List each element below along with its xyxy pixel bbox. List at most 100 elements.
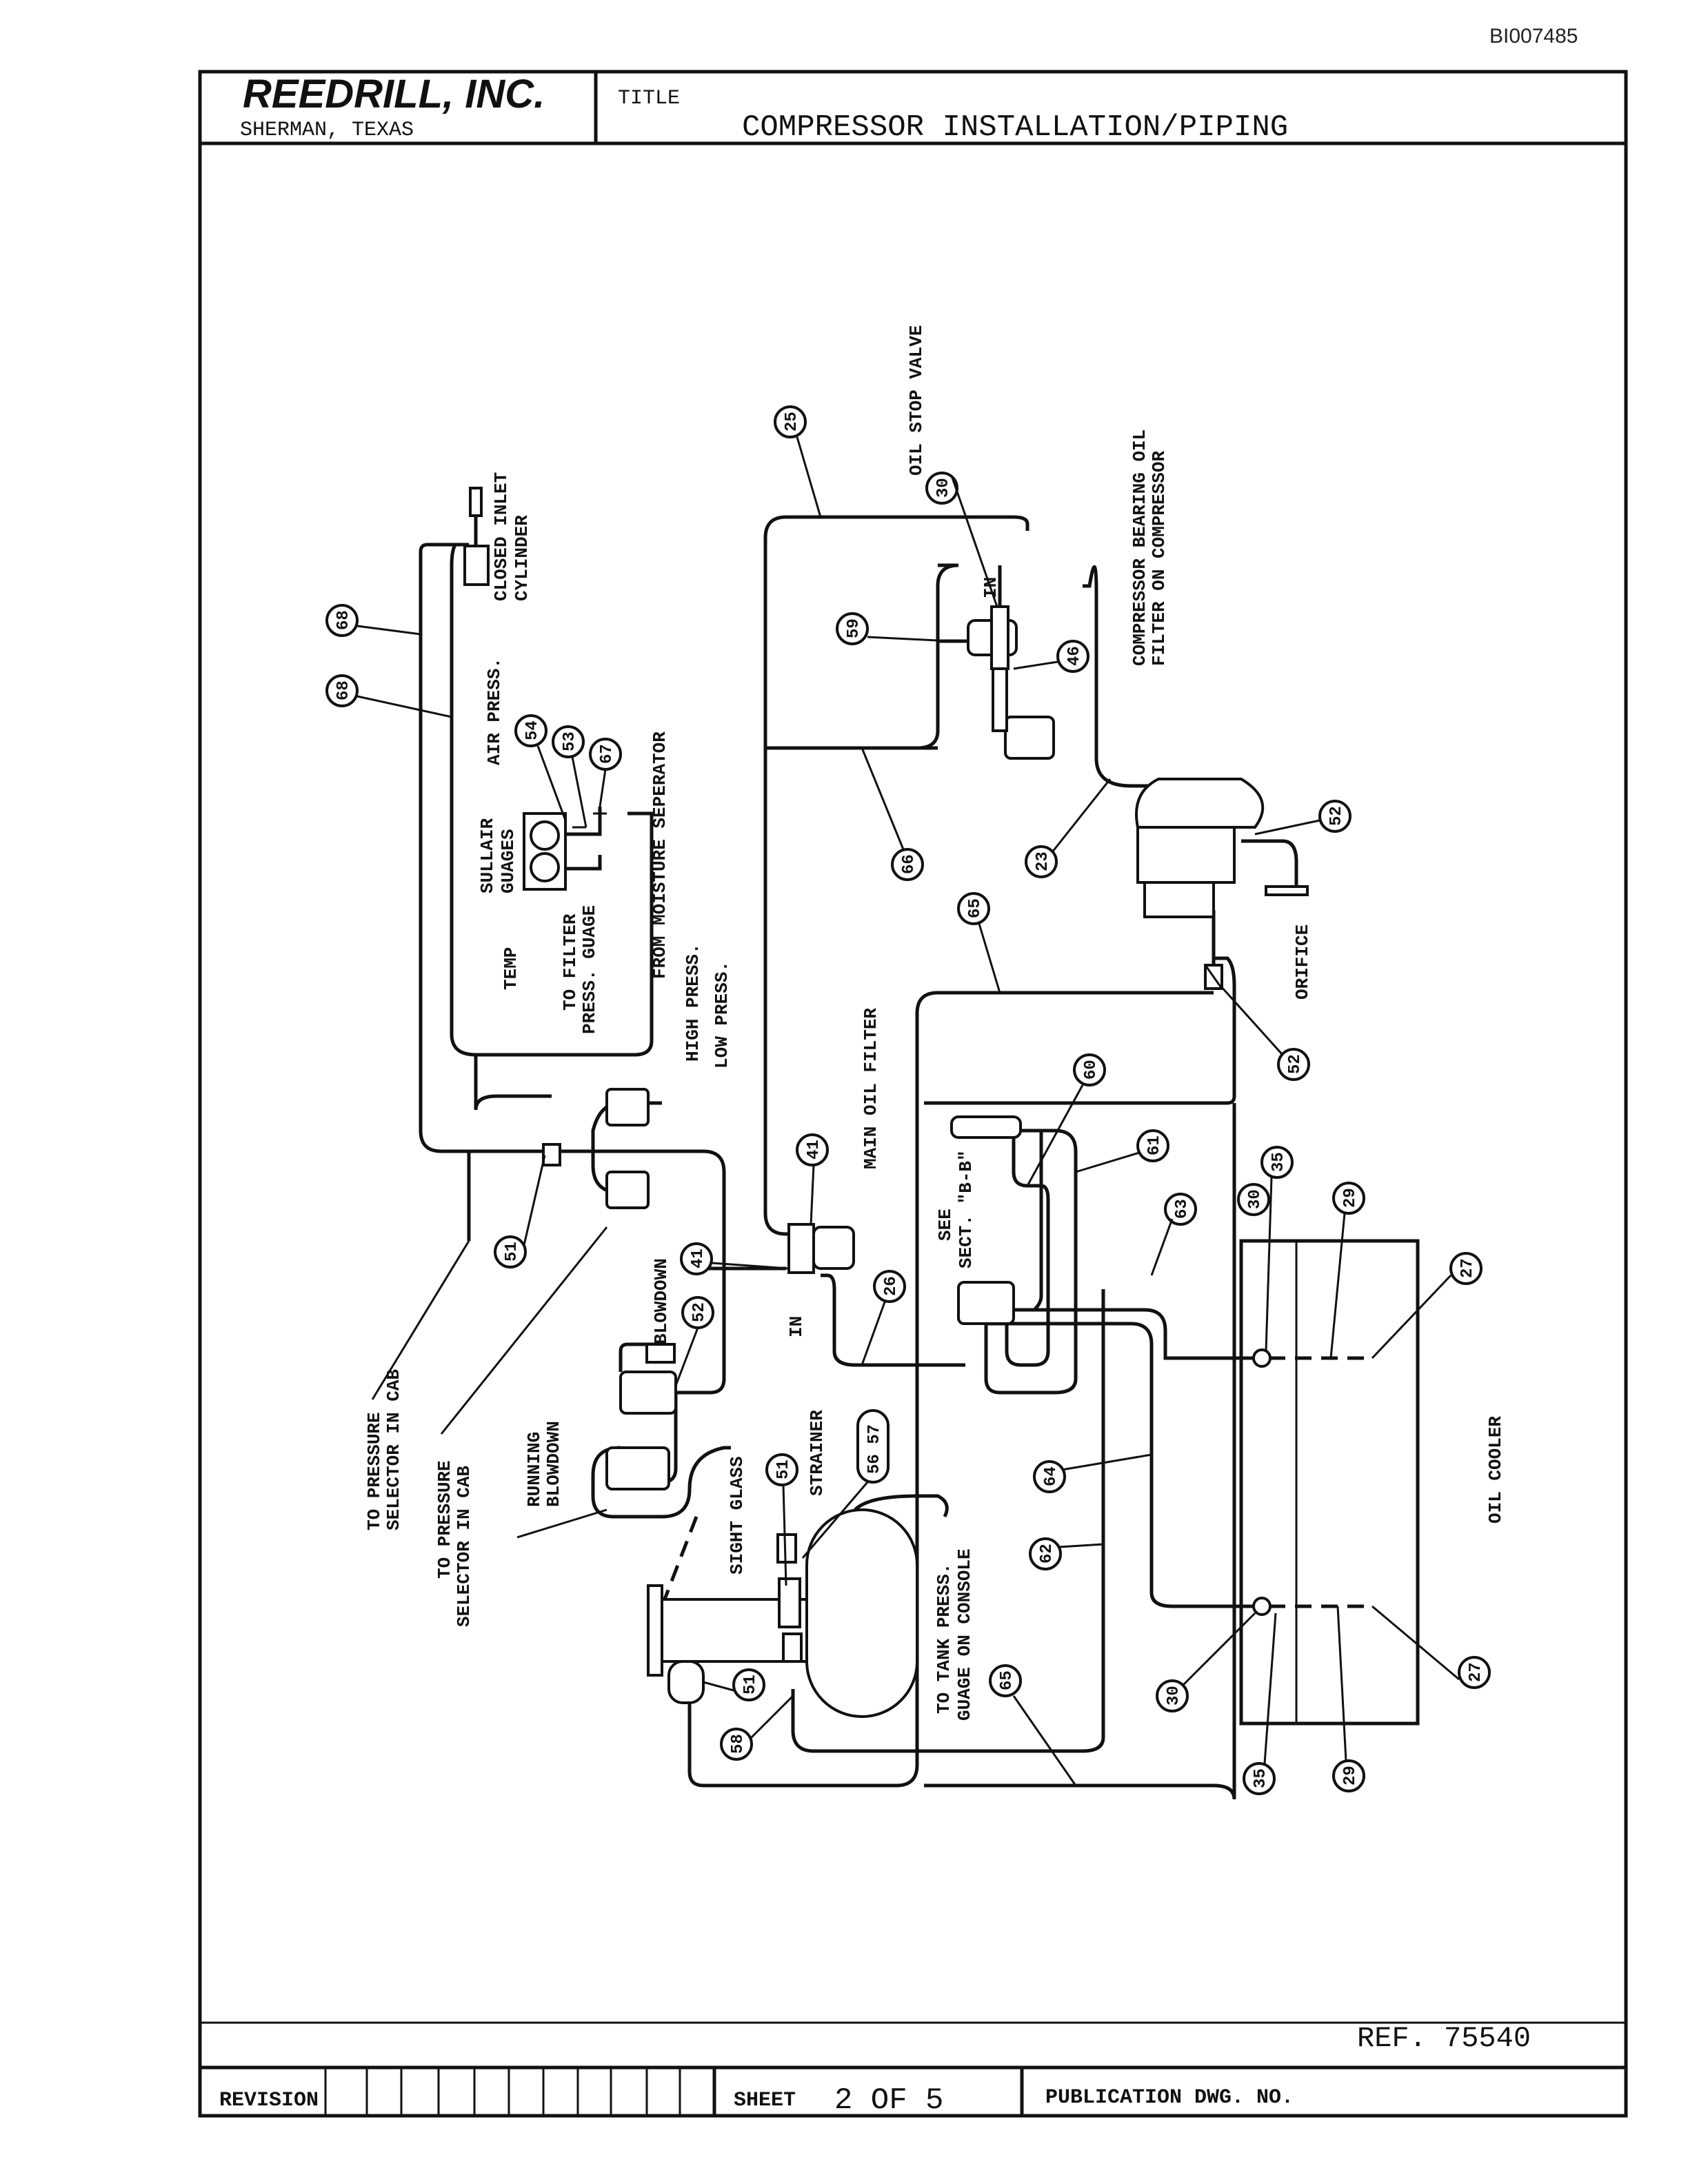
label-air-press: AIR PRESS. <box>484 658 505 765</box>
callout-54: 54 <box>514 714 547 747</box>
callout-35: 35 <box>1260 1146 1294 1179</box>
svg-text:68: 68 <box>334 610 353 630</box>
callout-51: 51 <box>765 1453 798 1486</box>
callout-67: 67 <box>589 738 622 771</box>
publication-dwg-label: PUBLICATION DWG. NO. <box>1045 2086 1294 2110</box>
label-main-oil-filter: MAIN OIL FILTER <box>861 1008 881 1169</box>
callout-23: 23 <box>1025 845 1058 878</box>
svg-text:58: 58 <box>729 1734 747 1754</box>
closed-inlet-cylinder <box>463 487 490 586</box>
orifice <box>1204 964 1223 990</box>
callout-66: 66 <box>891 848 924 881</box>
callout-26: 26 <box>873 1270 906 1303</box>
callout-25: 25 <box>774 405 807 438</box>
svg-text:51: 51 <box>741 1675 760 1695</box>
svg-text:67: 67 <box>598 744 616 764</box>
svg-text:62: 62 <box>1038 1544 1056 1564</box>
separator-tank <box>647 1494 949 1718</box>
svg-text:27: 27 <box>1458 1258 1477 1278</box>
document-id: BI007485 <box>1489 25 1578 48</box>
label-running-2: BLOWDOWN <box>543 1421 564 1507</box>
label-to-pressure-selector-1a: TO PRESSURE <box>364 1412 385 1530</box>
svg-text:29: 29 <box>1341 1188 1360 1208</box>
svg-text:23: 23 <box>1034 851 1052 871</box>
callout-52: 52 <box>681 1296 714 1329</box>
label-to-filter-1: TO FILTER <box>560 913 581 1011</box>
svg-text:61: 61 <box>1145 1135 1164 1155</box>
label-sullair-1: SULLAIR <box>477 818 498 893</box>
label-see-sect-1: SEE <box>935 1209 956 1241</box>
label-low-press: LOW PRESS. <box>712 961 732 1069</box>
gauge-fittings <box>565 807 607 871</box>
sullair-gauges <box>523 812 567 891</box>
svg-text:64: 64 <box>1042 1466 1061 1486</box>
label-to-tank-press-1: TO TANK PRESS. <box>934 1564 954 1714</box>
callout-46: 46 <box>1056 640 1089 673</box>
svg-text:46: 46 <box>1065 646 1084 666</box>
callout-52: 52 <box>1318 800 1352 833</box>
callout-51: 51 <box>494 1235 527 1268</box>
callout-58: 58 <box>720 1728 753 1761</box>
label-in-bottom: IN <box>786 1316 807 1337</box>
label-to-tank-press-2: GUAGE ON CONSOLE <box>954 1548 975 1721</box>
label-high-press: HIGH PRESS. <box>683 943 703 1062</box>
revision-cells <box>324 2067 1024 2116</box>
svg-text:66: 66 <box>900 854 918 874</box>
callout-41: 41 <box>680 1242 713 1275</box>
svg-text:30: 30 <box>1246 1189 1265 1209</box>
label-see-sect-2: SECT. "B-B" <box>956 1150 976 1268</box>
callout-35: 35 <box>1243 1762 1276 1795</box>
svg-text:52: 52 <box>690 1302 709 1322</box>
label-sight-glass: SIGHT GLASS <box>727 1456 747 1575</box>
callout-30: 30 <box>1237 1183 1270 1216</box>
company-name: REEDRILL, INC. <box>243 72 545 117</box>
label-to-filter-2: PRESS. GUAGE <box>579 905 600 1034</box>
callout-41: 41 <box>796 1133 829 1166</box>
revision-label: REVISION <box>219 2089 319 2112</box>
label-sullair-2: GUAGES <box>498 829 519 893</box>
callout-27: 27 <box>1449 1252 1483 1285</box>
callout-60: 60 <box>1073 1053 1106 1086</box>
label-compressor-bearing-1: COMPRESSOR BEARING OIL <box>1129 429 1150 666</box>
svg-text:53: 53 <box>561 731 579 751</box>
compressor-bearing-oil-filter <box>992 667 1055 760</box>
oil-stop-valve <box>938 565 1018 670</box>
piping-lines <box>371 515 1372 1800</box>
callout-68: 68 <box>325 604 359 637</box>
svg-text:52: 52 <box>1327 806 1346 826</box>
reference-number: REF. 75540 <box>1357 2022 1531 2055</box>
title-label: TITLE <box>618 87 680 110</box>
svg-text:41: 41 <box>689 1248 707 1268</box>
callout-51: 51 <box>732 1668 765 1701</box>
callout-56-57: 56 57 <box>856 1409 890 1484</box>
label-running-1: RUNNING <box>524 1432 545 1507</box>
svg-text:29: 29 <box>1341 1766 1360 1786</box>
svg-text:30: 30 <box>934 478 953 498</box>
label-from-moisture-separator: FROM MOISTURE SEPERATOR <box>650 731 670 979</box>
svg-text:68: 68 <box>334 680 353 700</box>
svg-text:35: 35 <box>1252 1768 1270 1788</box>
svg-text:41: 41 <box>805 1140 823 1160</box>
label-strainer: STRAINER <box>807 1410 827 1496</box>
leader-lines <box>356 436 1460 1786</box>
svg-text:65: 65 <box>966 898 985 918</box>
label-to-pressure-selector-2b: SELECTOR IN CAB <box>454 1466 474 1627</box>
svg-text:65: 65 <box>998 1670 1016 1690</box>
callout-64: 64 <box>1033 1460 1066 1493</box>
label-oil-cooler: OIL COOLER <box>1485 1416 1506 1524</box>
svg-text:63: 63 <box>1173 1199 1192 1219</box>
callout-52: 52 <box>1277 1048 1310 1081</box>
svg-text:30: 30 <box>1165 1686 1183 1706</box>
callout-65: 65 <box>989 1664 1022 1697</box>
blowdown-valves <box>605 1343 677 1490</box>
main-oil-filter <box>787 1223 855 1274</box>
callout-63: 63 <box>1164 1193 1197 1226</box>
label-compressor-bearing-2: FILTER ON COMPRESSOR <box>1149 451 1169 666</box>
callout-30: 30 <box>1156 1679 1189 1712</box>
svg-text:25: 25 <box>783 412 801 432</box>
oil-cooler <box>1239 1239 1420 1726</box>
callout-59: 59 <box>836 612 869 645</box>
callout-29: 29 <box>1332 1759 1365 1792</box>
svg-text:60: 60 <box>1082 1060 1101 1080</box>
